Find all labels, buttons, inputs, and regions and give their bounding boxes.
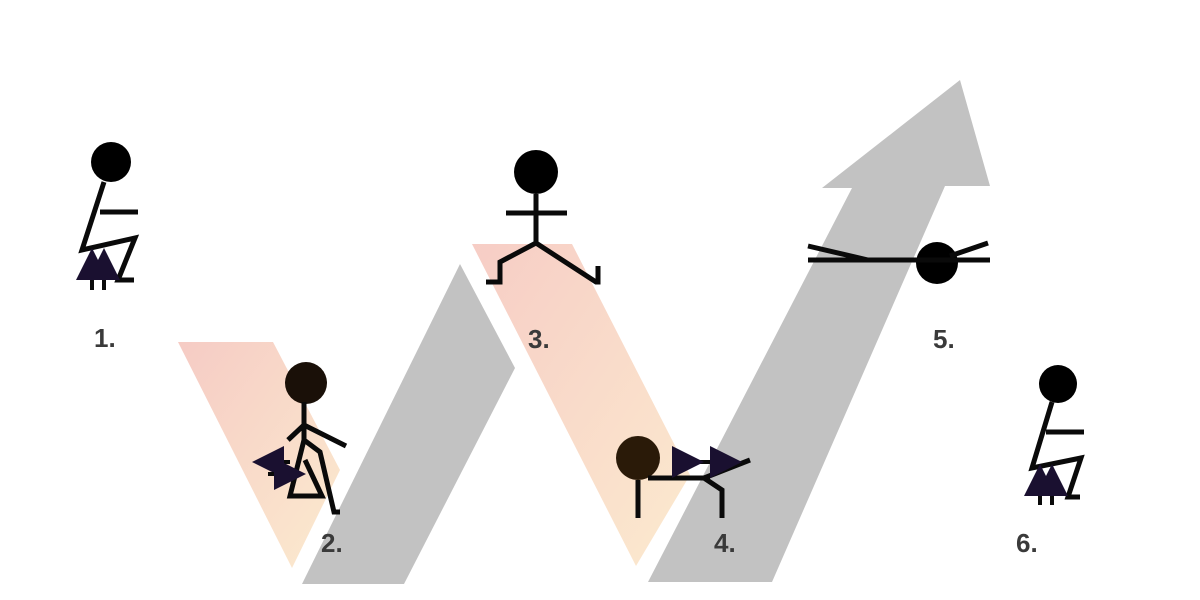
step-label-6: 6. <box>1016 528 1038 558</box>
figure-squat-rising-icon <box>1024 365 1085 505</box>
step-label-1: 1. <box>94 323 116 353</box>
figure-squat-rising-icon <box>76 142 140 290</box>
figure-lunge-reach-icon <box>616 436 751 518</box>
figure-split-jump-icon <box>486 150 601 285</box>
step-label-5: 5. <box>933 324 955 354</box>
step-label-3: 3. <box>528 324 550 354</box>
ascending-stroke-1 <box>302 264 515 584</box>
figure-lying-flat-icon <box>807 240 990 284</box>
step-label-4: 4. <box>714 528 736 558</box>
figure-walking-squat-icon <box>252 362 348 515</box>
descending-band-2 <box>472 244 690 566</box>
step-label-2: 2. <box>321 528 343 558</box>
